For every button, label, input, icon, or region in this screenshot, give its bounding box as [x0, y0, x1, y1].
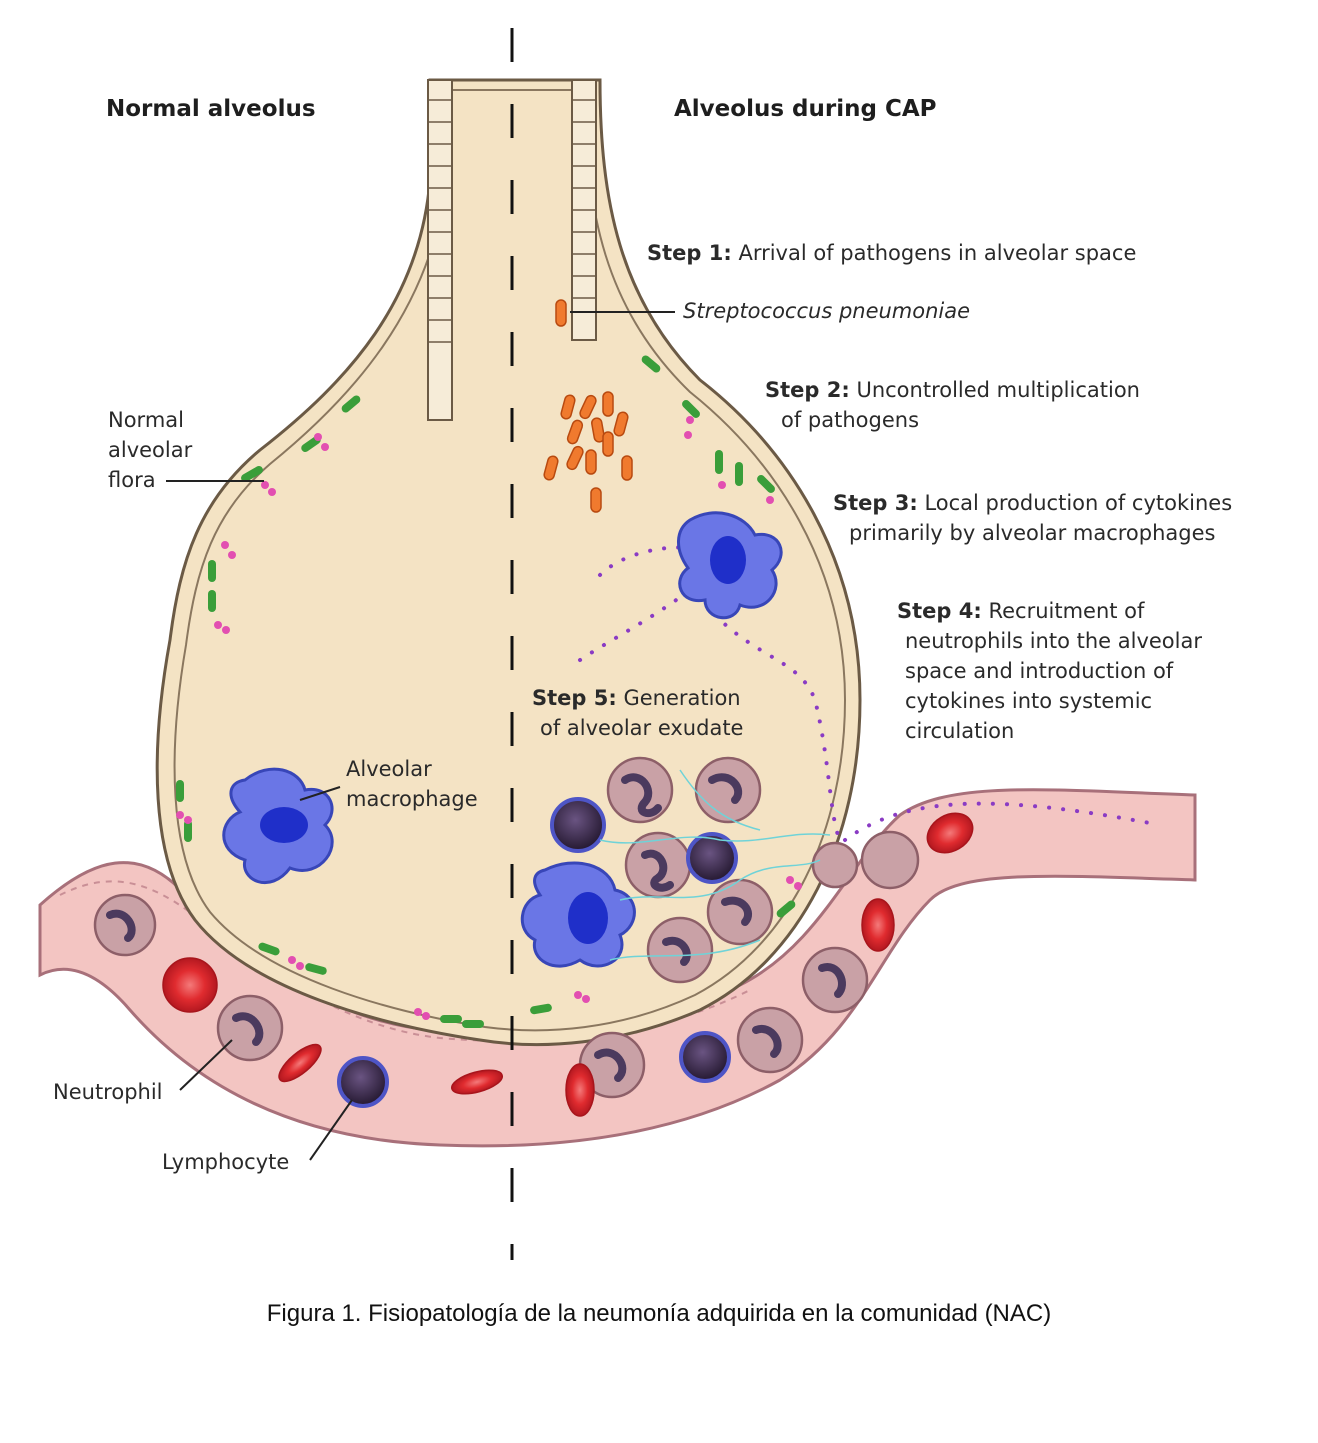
step-2-desc-line2: of pathogens: [781, 408, 920, 432]
step-5-desc-line1: Generation: [623, 686, 741, 710]
step-5-text: Step 5: Generation: [532, 683, 741, 713]
macrophage-label-line1: Alveolar: [346, 757, 432, 781]
neutrophils: [93, 756, 920, 1099]
step-4-desc-line2: neutrophils into the alveolar: [905, 629, 1202, 653]
step-4-desc-line3: space and introduction of: [905, 659, 1174, 683]
step-4-desc-line1: Recruitment of: [988, 599, 1145, 623]
header-alveolus-cap: Alveolus during CAP: [674, 96, 937, 122]
bronchiole-epithelium: [427, 79, 597, 421]
step-2-desc-line1: Uncontrolled multiplication: [856, 378, 1140, 402]
step-4-desc-line4: cytokines into systemic: [905, 689, 1153, 713]
step-5-desc-line2: of alveolar exudate: [540, 716, 744, 740]
step-5-label: Step 5:: [532, 686, 617, 710]
step-3-desc-line1: Local production of cytokines: [924, 491, 1233, 515]
flora-label-line1: Normal: [108, 408, 184, 432]
neutrophil-nuclei: [106, 773, 846, 1082]
step-3-label: Step 3:: [833, 491, 918, 515]
red-blood-cells: [162, 812, 974, 1117]
exudate-strands: [599, 769, 831, 961]
step-1-text: Step 1: Arrival of pathogens in alveolar…: [647, 238, 1136, 268]
flora-label-line3: flora: [108, 468, 156, 492]
figure-caption: Figura 1. Fisiopatología de la neumonía …: [266, 1300, 1052, 1327]
step-1-label: Step 1:: [647, 241, 732, 265]
step-3-desc-line2: primarily by alveolar macrophages: [849, 521, 1216, 545]
macrophage-label-line2: macrophage: [346, 787, 478, 811]
step-4-desc-line5: circulation: [905, 719, 1015, 743]
normal-flora: [176, 355, 802, 1028]
step-2-text: Step 2: Uncontrolled multiplication: [765, 375, 1140, 405]
lymphocytes: [337, 797, 738, 1108]
leader-lines: [166, 311, 675, 1161]
step-4-label: Step 4:: [897, 599, 982, 623]
step-4-text: Step 4: Recruitment of: [897, 596, 1144, 626]
flora-label-line2: alveolar: [108, 438, 193, 462]
step-1-desc: Arrival of pathogens in alveolar space: [738, 241, 1137, 265]
header-normal-alveolus: Normal alveolus: [106, 96, 316, 122]
step-2-label: Step 2:: [765, 378, 850, 402]
step-3-text: Step 3: Local production of cytokines: [833, 488, 1232, 518]
lymphocyte-label: Lymphocyte: [162, 1150, 290, 1174]
cytokine-trails: [578, 545, 1162, 842]
pathogen-label: Streptococcus pneumoniae: [683, 299, 971, 323]
neutrophil-label: Neutrophil: [53, 1080, 163, 1104]
alveolus: [155, 78, 862, 1047]
